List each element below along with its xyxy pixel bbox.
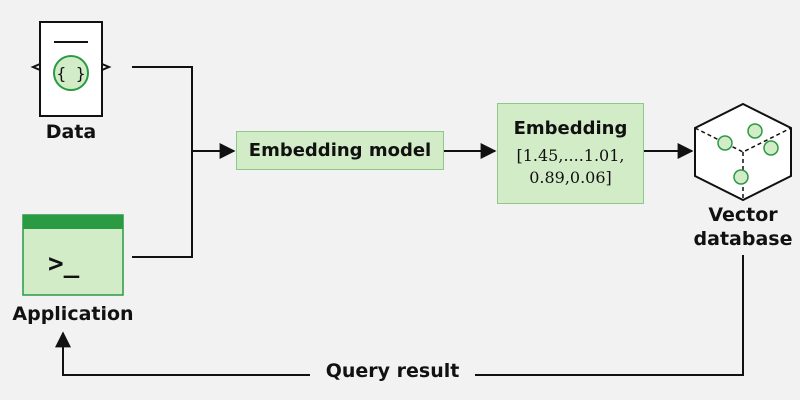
data-label: Data: [45, 121, 97, 143]
data-document-icon: { }: [30, 21, 112, 117]
vector-database-label-line1: Vector: [708, 204, 778, 226]
application-terminal-icon: >_: [22, 214, 124, 296]
edge-query-result: [55, 255, 744, 376]
edge-data-to-model: [132, 66, 193, 151]
embedding-model-label: Embedding model: [248, 140, 432, 161]
vector-database-label-line2: database: [693, 228, 793, 250]
embedding-vector-line1: [1.45,....1.01,: [516, 146, 625, 165]
embedding-model-box: Embedding model: [236, 131, 444, 170]
embedding-box: Embedding [1.45,....1.01, 0.89,0.06]: [497, 103, 644, 204]
vector-database-cube-icon: [694, 102, 792, 202]
terminal-prompt-glyph: >_: [48, 249, 80, 279]
data-icon-glyph: { }: [57, 64, 86, 83]
application-label: Application: [12, 303, 134, 325]
query-result-label: Query result: [310, 360, 475, 382]
edge-application-to-model: [132, 151, 193, 258]
embedding-vector-line2: 0.89,0.06]: [529, 168, 612, 187]
embedding-title: Embedding: [513, 118, 628, 139]
